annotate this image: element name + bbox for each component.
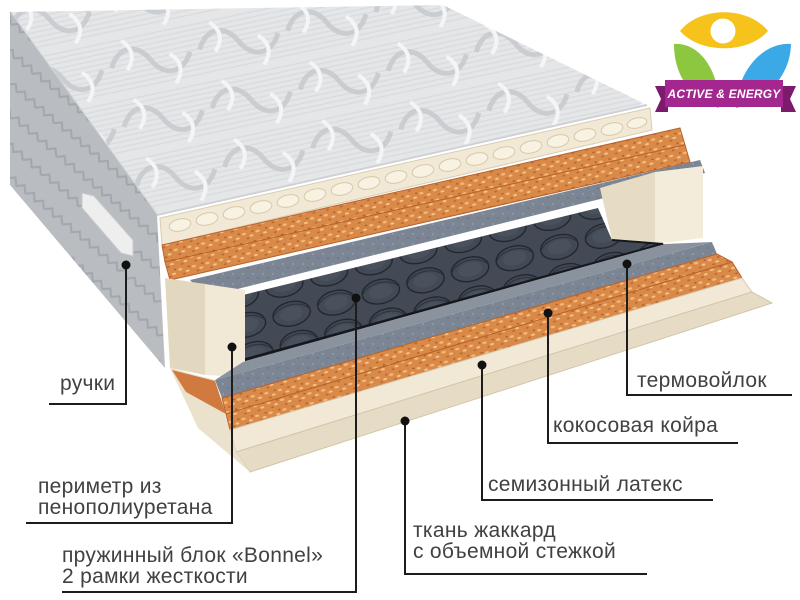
- left-perimeter-side-face: [165, 278, 205, 375]
- dot-spring-block: [351, 293, 361, 303]
- leader-dots: [121, 259, 632, 426]
- label-line: пружинный блок «Bonnel»: [62, 544, 324, 567]
- dot-handles: [121, 260, 131, 270]
- left-perimeter-front-face: [205, 284, 245, 377]
- label-line: 2 рамки жесткости: [62, 565, 248, 588]
- right-perimeter-inner-face: [600, 172, 655, 244]
- leader-latex: [481, 365, 713, 501]
- dot-felt: [622, 259, 632, 269]
- label-line: кокосовая койра: [553, 414, 719, 437]
- ribbon-tail-right: [781, 86, 796, 112]
- quilted-top-surface: [10, 5, 647, 215]
- leader-perimeter: [26, 347, 233, 524]
- label-line: пенополиуретана: [38, 496, 213, 519]
- ribbon-tail-left: [655, 86, 668, 112]
- active-energy-logo: ACTIVE & ENERGY: [655, 12, 796, 112]
- lower-side-coir: [172, 370, 226, 414]
- handle: [81, 192, 134, 257]
- upper-thermal-felt: [190, 160, 705, 297]
- bonnel-spring-block: [243, 208, 665, 362]
- label-line: термовойлок: [637, 369, 767, 392]
- leader-lines: [26, 264, 792, 593]
- head-circle-icon: [710, 18, 736, 44]
- label-line: семизонный латекс: [488, 473, 683, 496]
- leader-coir: [547, 313, 738, 444]
- spring-frame-edge: [611, 239, 664, 245]
- label-handles: ручки: [60, 373, 115, 394]
- label-perimeter: периметр из пенополиуретана: [38, 476, 213, 518]
- label-coir: кокосовая койра: [553, 415, 718, 436]
- label-jacquard: ткань жаккард с объемной стежкой: [413, 520, 616, 562]
- leader-spring-block: [62, 298, 357, 593]
- ribbon-banner: [665, 80, 783, 107]
- label-felt: термовойлок: [637, 370, 767, 391]
- dot-latex: [477, 360, 487, 370]
- label-spring-block: пружинный блок «Bonnel» 2 рамки жесткост…: [62, 545, 323, 587]
- upper-coir-layer-2: [164, 144, 691, 281]
- label-line: ткань жаккард: [413, 519, 556, 542]
- dot-perimeter: [227, 342, 237, 352]
- label-latex: семизонный латекс: [488, 474, 683, 495]
- spring-frame-edge: [242, 242, 664, 362]
- label-line: с объемной стежкой: [413, 540, 617, 563]
- badge-title: ACTIVE & ENERGY: [666, 87, 781, 101]
- latex-bumps: [168, 117, 648, 232]
- dot-coir: [543, 308, 553, 318]
- label-line: ручки: [60, 372, 116, 395]
- lower-thermal-felt: [215, 242, 717, 398]
- leader-jacquard: [404, 421, 647, 575]
- dot-jacquard: [400, 416, 410, 426]
- leader-felt: [626, 264, 792, 396]
- label-line: периметр из: [38, 475, 162, 498]
- leader-handles: [49, 265, 127, 405]
- right-perimeter-front-face: [655, 166, 703, 244]
